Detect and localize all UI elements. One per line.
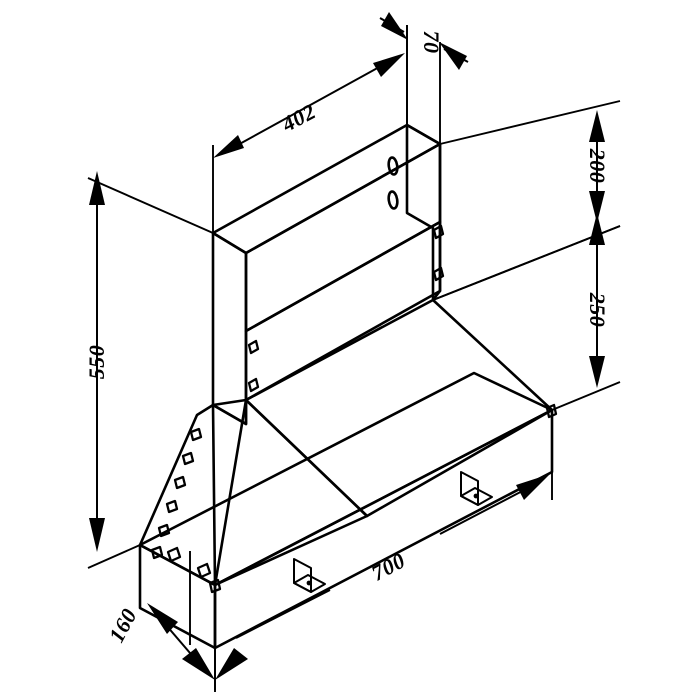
- chimney-assembly: [211, 123, 445, 426]
- mounting-bracket-left: [293, 558, 326, 593]
- chimney-hole-lower: [387, 190, 399, 210]
- base-slot-1: [166, 546, 182, 563]
- chimney-slot-4: [247, 377, 260, 393]
- dim-250-ext-bottom: [551, 381, 621, 411]
- hood-slot-3: [173, 475, 187, 490]
- mounting-bracket-right: [460, 471, 493, 506]
- hood-tapered-body: [138, 298, 554, 587]
- dimension-70: 70: [379, 12, 469, 144]
- dim-250-ext-top: [432, 225, 621, 301]
- base-slot-2: [196, 562, 212, 579]
- base-slot-4: [545, 403, 558, 419]
- dim-550-arrow-top: [89, 171, 105, 205]
- hood-left-outer-edge: [138, 403, 215, 547]
- bracket-left-screw-hole: [306, 580, 312, 586]
- dim-160-arrow-left: [147, 603, 178, 634]
- chimney-slot-3: [247, 339, 260, 355]
- dimension-550: 550: [84, 171, 214, 569]
- bracket-right-flange: [460, 487, 493, 506]
- hood-slot-1: [189, 427, 203, 442]
- hood-left-slope-panel: [211, 398, 369, 587]
- dim-70-label: 70: [419, 31, 444, 54]
- dim-250-label: 250: [585, 292, 610, 328]
- dim-402-arrow-left: [213, 135, 244, 158]
- dim-550-arrow-bottom: [89, 518, 105, 552]
- hood-slot-6: [150, 545, 164, 560]
- dim-160-arrow-right-a: [182, 648, 215, 680]
- dim-550-ext-top: [87, 177, 214, 234]
- dim-402-line: [224, 59, 393, 153]
- dim-200-label: 200: [585, 148, 610, 184]
- dim-250-arrow-top: [589, 213, 605, 245]
- base-slot-3: [208, 578, 222, 594]
- chimney-bottom-left-return: [211, 398, 248, 426]
- dimension-250: 250: [432, 213, 621, 411]
- dim-70-arrow-a: [381, 12, 408, 40]
- dim-550-ext-bottom: [87, 544, 141, 569]
- chimney-slot-2: [432, 266, 445, 282]
- dim-402-arrow-right: [373, 53, 405, 77]
- dim-250-arrow-bottom: [589, 356, 605, 388]
- dim-550-label: 550: [84, 345, 109, 380]
- dim-200-ext-top: [439, 100, 621, 145]
- bracket-left-flange: [293, 574, 326, 593]
- bracket-right-screw-hole: [473, 493, 479, 499]
- hood-front-corner-edge: [213, 398, 248, 587]
- dim-160-arrow-right-b: [215, 648, 248, 680]
- hood-slot-4: [165, 499, 179, 514]
- hood-slot-2: [181, 451, 195, 466]
- dim-200-arrow-top: [589, 110, 605, 142]
- dim-700-line-left: [235, 589, 331, 639]
- dim-700-line-right: [439, 486, 531, 535]
- chimney-slot-1: [432, 224, 445, 240]
- dim-700-arrow-right: [516, 474, 550, 500]
- dim-200-arrow-bottom: [589, 191, 605, 223]
- chimney-hole-upper: [387, 156, 399, 176]
- dim-70-arrow-b: [439, 42, 467, 70]
